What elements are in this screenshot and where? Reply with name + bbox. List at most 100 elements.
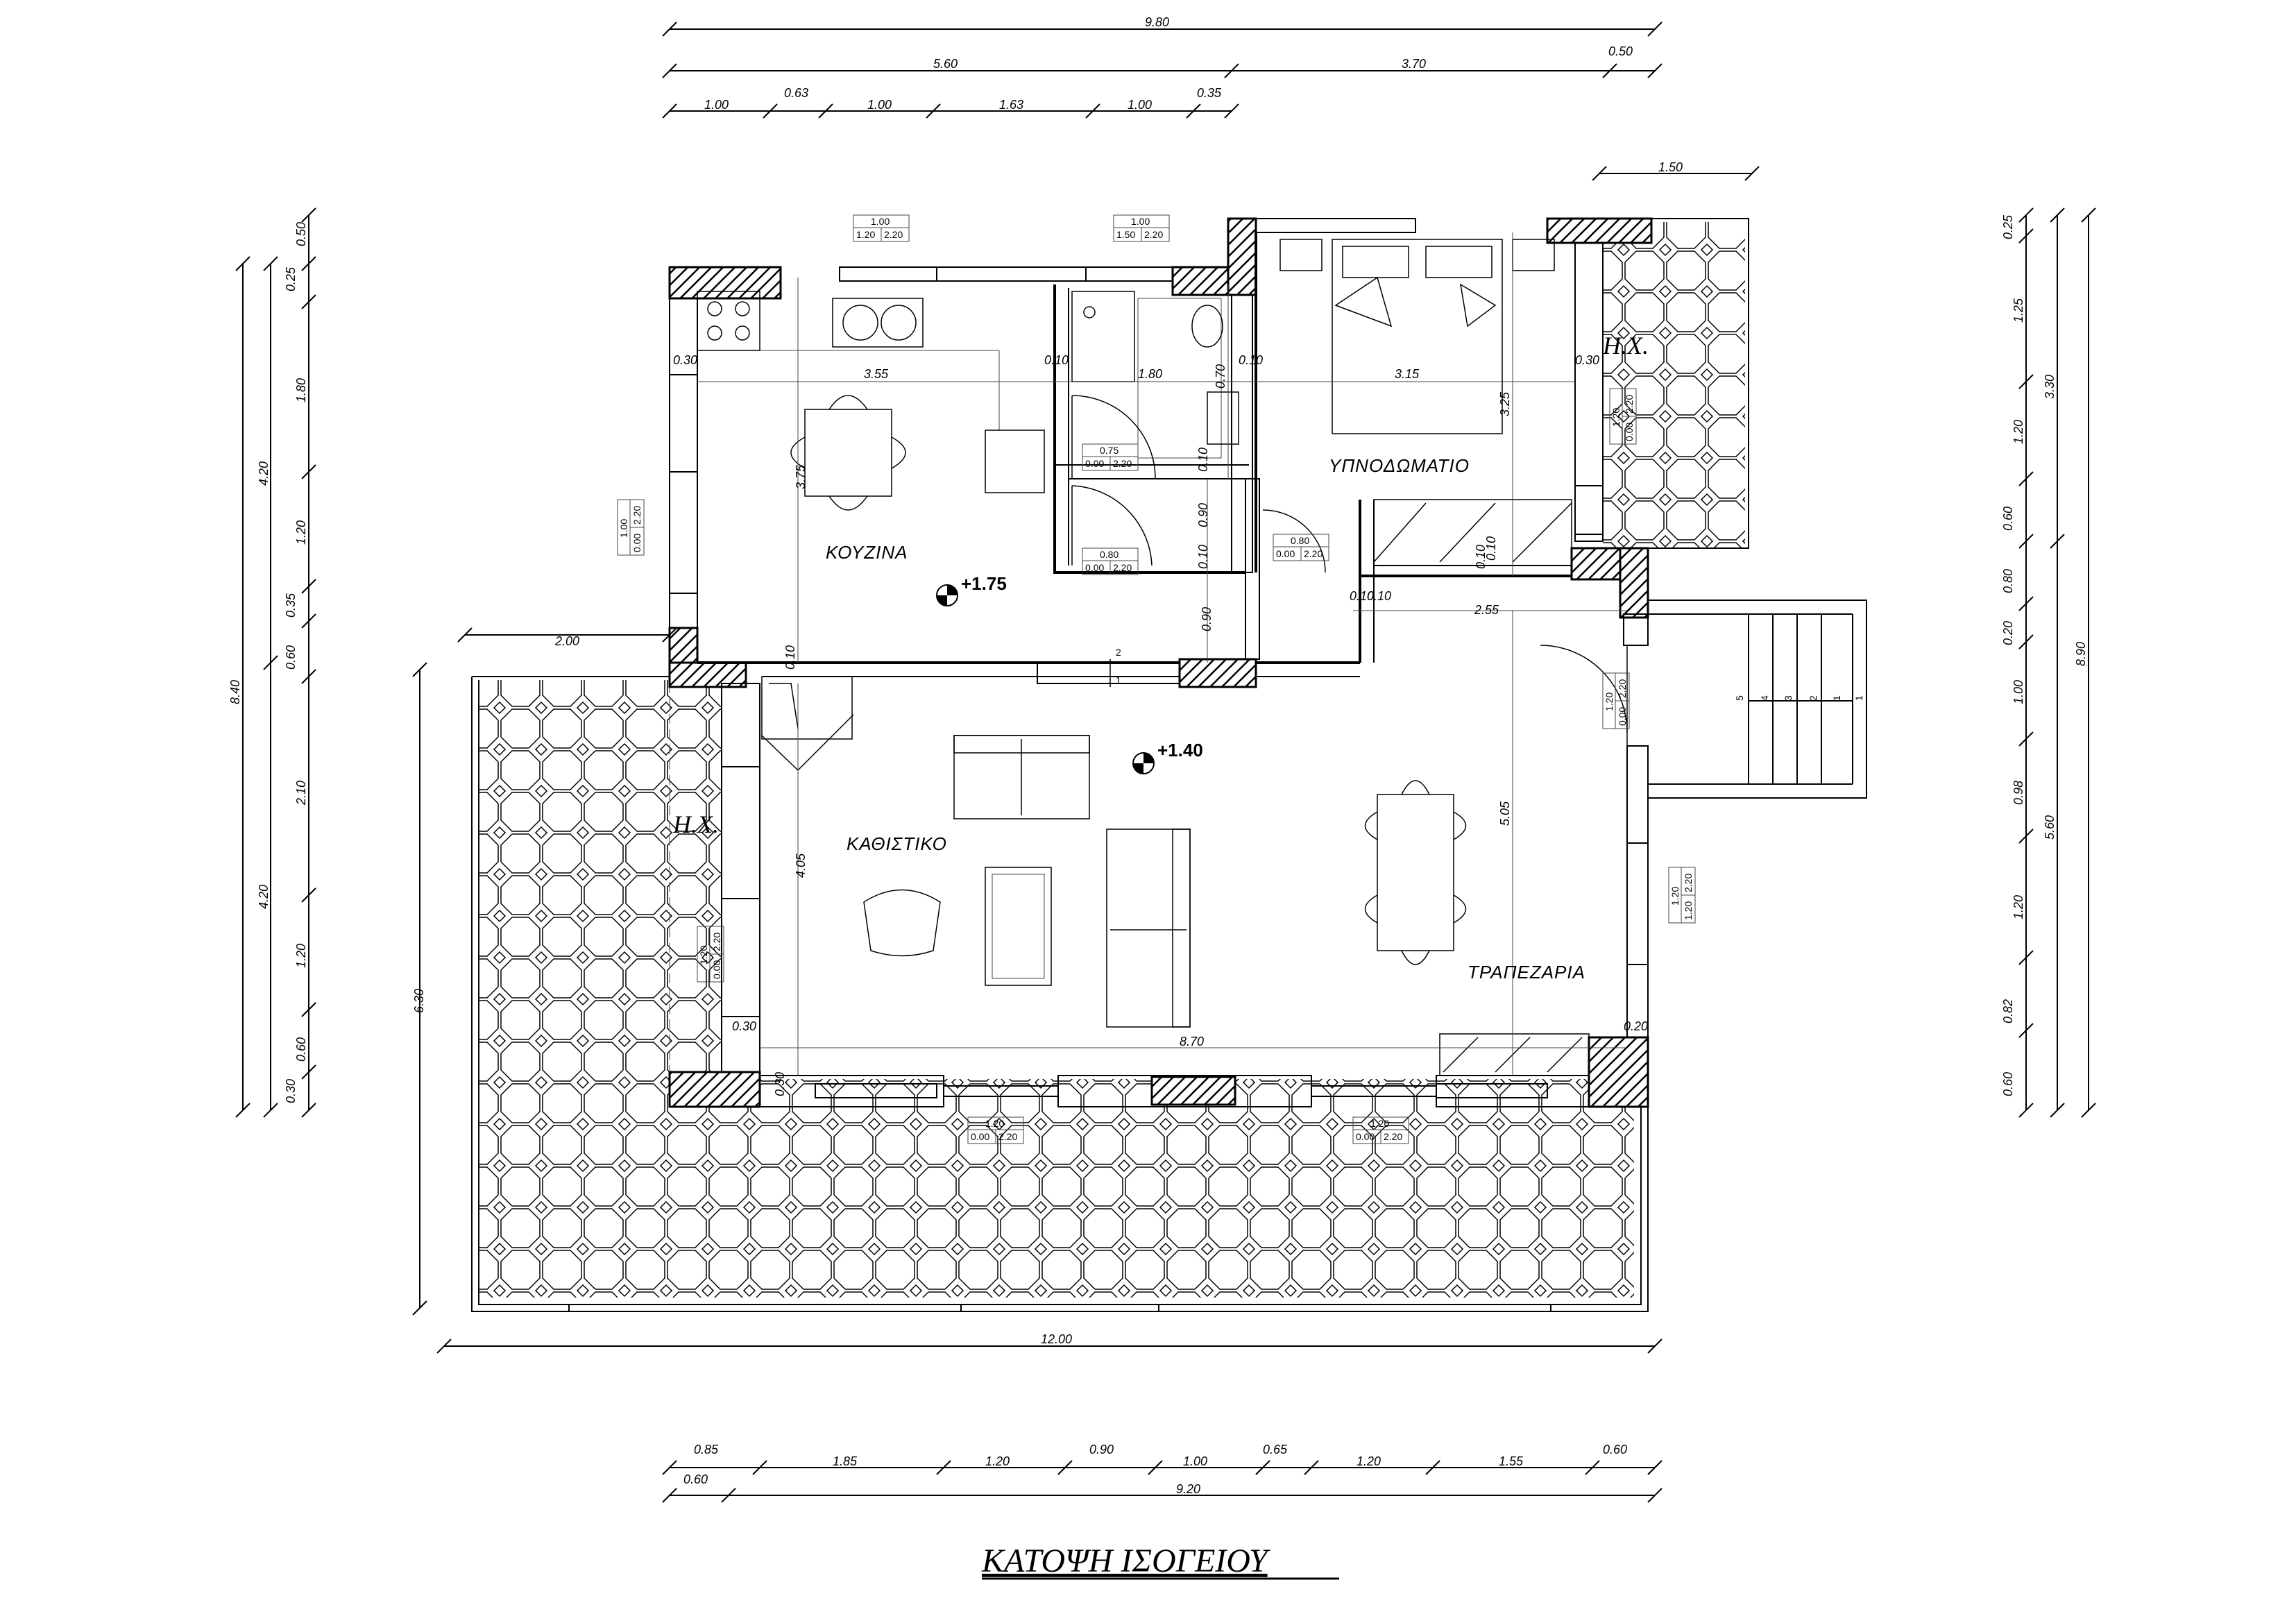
svg-text:2.20: 2.20 bbox=[1304, 548, 1323, 559]
dim-label: 0.35 bbox=[1197, 86, 1222, 100]
svg-text:2.20: 2.20 bbox=[1113, 562, 1132, 573]
dim-label: 0.60 bbox=[1603, 1443, 1627, 1456]
dim-label: 0.10 bbox=[1474, 545, 1488, 569]
room-label-dining: ΤΡΑΠΕΖΑΡΙΑ bbox=[1468, 962, 1585, 983]
dim-label: 12.00 bbox=[1041, 1332, 1072, 1346]
level-label-living: +1.40 bbox=[1157, 740, 1203, 760]
dim-label: 0.85 bbox=[694, 1443, 719, 1456]
dim-label: 0.35 bbox=[284, 593, 298, 618]
interior-dimensions bbox=[697, 232, 1627, 1076]
svg-text:2.20: 2.20 bbox=[998, 1131, 1017, 1142]
stair-step-label: 3 bbox=[1783, 695, 1794, 701]
dim-label: 3.25 bbox=[1498, 391, 1512, 416]
dim-label: 1.20 bbox=[2012, 895, 2025, 919]
bottom-dimensions: 12.00 0.85 1.85 1.20 0.90 1.00 0.65 1.20… bbox=[436, 1332, 1663, 1503]
svg-text:1.00: 1.00 bbox=[618, 519, 629, 538]
svg-text:0.00: 0.00 bbox=[1356, 1131, 1375, 1142]
dim-label: 0.80 bbox=[2001, 569, 2015, 593]
dim-label: 0.50 bbox=[294, 222, 308, 246]
dim-label: 1.00 bbox=[1128, 98, 1152, 112]
dim-label: 5.05 bbox=[1498, 801, 1512, 826]
svg-text:1.20: 1.20 bbox=[856, 229, 875, 240]
dim-label: 1.20 bbox=[2012, 420, 2025, 444]
dim-label: 3.15 bbox=[1395, 367, 1420, 381]
left-dimensions: 8.40 6.30 4.20 4.20 0.50 0.25 1.80 1.20 … bbox=[228, 207, 677, 1316]
dim-label: 1.20 bbox=[1357, 1454, 1381, 1468]
dim-label: 3.70 bbox=[1402, 57, 1426, 71]
opening-tag: 1.201.202.20 bbox=[1668, 867, 1696, 924]
dim-label: 1.20 bbox=[294, 944, 308, 968]
terrace-tiles bbox=[479, 222, 1745, 1298]
opening-tag: 1.000.002.20 bbox=[617, 499, 645, 556]
svg-text:2.20: 2.20 bbox=[1683, 874, 1694, 892]
dim-label: 0.10 bbox=[1484, 536, 1498, 561]
dim-label: 3.75 bbox=[794, 464, 808, 489]
furniture: 2 1 bbox=[697, 239, 1628, 1076]
svg-text:2.20: 2.20 bbox=[884, 229, 903, 240]
svg-text:1.20: 1.20 bbox=[1683, 901, 1694, 920]
dim-label: 0.10 bbox=[1044, 353, 1069, 367]
svg-text:0.00: 0.00 bbox=[1085, 458, 1104, 469]
svg-text:0.00: 0.00 bbox=[1624, 423, 1635, 441]
terrace-outline bbox=[471, 218, 1749, 1312]
stair-step-label: 1 bbox=[1853, 695, 1864, 701]
stairs: 5 4 3 2 1 1 bbox=[1648, 600, 1867, 799]
svg-text:0.00: 0.00 bbox=[971, 1131, 989, 1142]
dim-label: 3.30 bbox=[2043, 375, 2057, 399]
svg-text:1.50: 1.50 bbox=[1116, 229, 1135, 240]
walls bbox=[668, 217, 1653, 1108]
dim-label: 0.10 bbox=[1196, 448, 1210, 472]
level-markers: +1.75 +1.40 bbox=[936, 573, 1203, 774]
opening-tag: 1.200.00 2.20 bbox=[697, 926, 724, 983]
room-label-bedroom: ΥΠΝΟΔΩΜΑΤΙΟ bbox=[1329, 455, 1470, 476]
dim-label: 1.63 bbox=[999, 98, 1023, 112]
svg-text:0.00: 0.00 bbox=[711, 960, 722, 979]
dim-label: 9.80 bbox=[1145, 15, 1169, 29]
dim-label: 0.65 bbox=[1263, 1443, 1288, 1456]
dim-label: 0.63 bbox=[784, 86, 808, 100]
dim-label: 4.20 bbox=[257, 885, 271, 909]
svg-text:2.20: 2.20 bbox=[711, 933, 722, 951]
right-dimensions: 8.90 3.30 5.60 0.25 1.25 1.20 0.60 0.80 … bbox=[2001, 207, 2096, 1118]
dim-label: 0.30 bbox=[773, 1072, 787, 1096]
svg-text:1.20: 1.20 bbox=[698, 946, 709, 965]
opening-tag: 1.200.002.20 bbox=[1609, 388, 1637, 445]
hx-label-top-right: Η.Χ. bbox=[1602, 332, 1649, 359]
dim-label: 3.55 bbox=[864, 367, 889, 381]
svg-text:0.00: 0.00 bbox=[1085, 562, 1104, 573]
dim-label: 0.30 bbox=[732, 1019, 756, 1033]
dim-label: 8.90 bbox=[2074, 642, 2088, 666]
dim-label: 0.90 bbox=[1200, 607, 1214, 631]
dim-label: 0.10 bbox=[1367, 589, 1391, 603]
dim-label: 5.60 bbox=[933, 57, 958, 71]
svg-text:2.20: 2.20 bbox=[1144, 229, 1163, 240]
dim-label: 1.50 bbox=[1658, 160, 1683, 174]
dim-label: 1.00 bbox=[704, 98, 729, 112]
interior-dimension-labels: 3.55 1.80 3.15 0.10 0.10 0.30 0.30 3.75 … bbox=[673, 353, 1648, 1096]
dim-label: 1.00 bbox=[867, 98, 892, 112]
dim-label: 2.55 bbox=[1474, 603, 1499, 617]
dim-label: 0.60 bbox=[683, 1472, 708, 1486]
dim-label: 0.25 bbox=[2001, 214, 2015, 239]
svg-text:2.20: 2.20 bbox=[1384, 1131, 1402, 1142]
dim-label: 0.10 bbox=[1239, 353, 1263, 367]
svg-text:2.20: 2.20 bbox=[631, 506, 643, 525]
top-dimensions: 9.80 5.60 3.70 0.50 1.00 0.63 1.00 1.63 … bbox=[662, 15, 1760, 181]
hx-label-left: Η.Χ. bbox=[672, 810, 719, 838]
dim-label: 1.80 bbox=[294, 378, 308, 402]
section-label: 2 bbox=[1116, 647, 1121, 658]
svg-text:2.20: 2.20 bbox=[1617, 679, 1628, 698]
room-labels: ΚΟΥΖΙΝΑ ΥΠΝΟΔΩΜΑΤΙΟ ΚΑΘΙΣΤΙΚΟ ΤΡΑΠΕΖΑΡΙΑ… bbox=[672, 332, 1649, 983]
dim-label: 0.30 bbox=[1575, 353, 1599, 367]
svg-text:0.00: 0.00 bbox=[1617, 707, 1628, 726]
svg-text:1.20: 1.20 bbox=[1604, 692, 1615, 711]
